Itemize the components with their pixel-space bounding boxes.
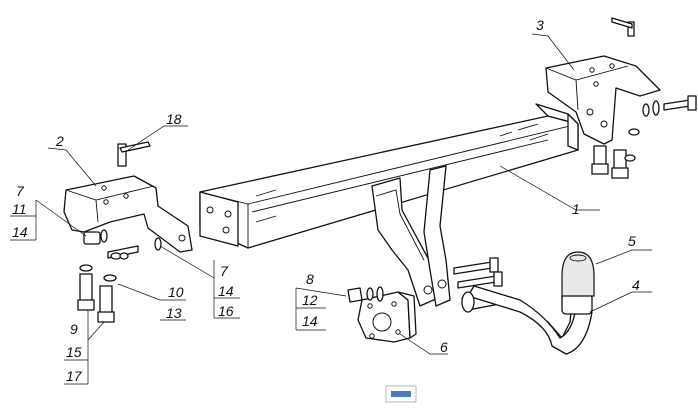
callout-17: 17	[66, 368, 83, 384]
callout-14b: 14	[218, 283, 234, 299]
callout-9: 9	[70, 321, 78, 337]
callout-15: 15	[66, 344, 82, 360]
callout-14a: 14	[12, 224, 28, 240]
callout-11: 11	[12, 201, 27, 217]
callout-14c: 14	[302, 313, 318, 329]
right-bracket	[545, 55, 661, 145]
tow-plate	[371, 165, 451, 307]
callout-18: 18	[166, 111, 182, 127]
callout-5: 5	[628, 233, 636, 249]
badge-mark	[391, 391, 411, 397]
callout-6: 6	[440, 339, 448, 355]
callout-8: 8	[306, 271, 314, 287]
beam-bolts	[255, 123, 549, 223]
left-bracket	[63, 175, 193, 253]
callout-16: 16	[218, 303, 234, 319]
callout-4: 4	[632, 277, 640, 293]
left-fasteners	[77, 229, 162, 323]
locking-pins	[117, 17, 635, 167]
callout-7b: 7	[220, 263, 229, 279]
leader-lines	[10, 33, 652, 385]
plate-bolts	[347, 257, 503, 303]
callout-12: 12	[302, 292, 318, 308]
callout-7a: 7	[16, 183, 25, 199]
callout-10: 10	[168, 284, 184, 300]
callout-3: 3	[536, 17, 544, 33]
callout-13: 13	[166, 305, 182, 321]
callout-2: 2	[55, 133, 64, 149]
right-fasteners	[591, 95, 697, 179]
tow-ball	[561, 251, 595, 315]
socket-plate	[357, 291, 417, 343]
callout-1: 1	[572, 201, 580, 217]
callout-labels: 1 2 3 4 5 6 7 11 14 7 14 16 8 12 14 9 15…	[12, 17, 640, 384]
reference-badge	[385, 385, 417, 403]
